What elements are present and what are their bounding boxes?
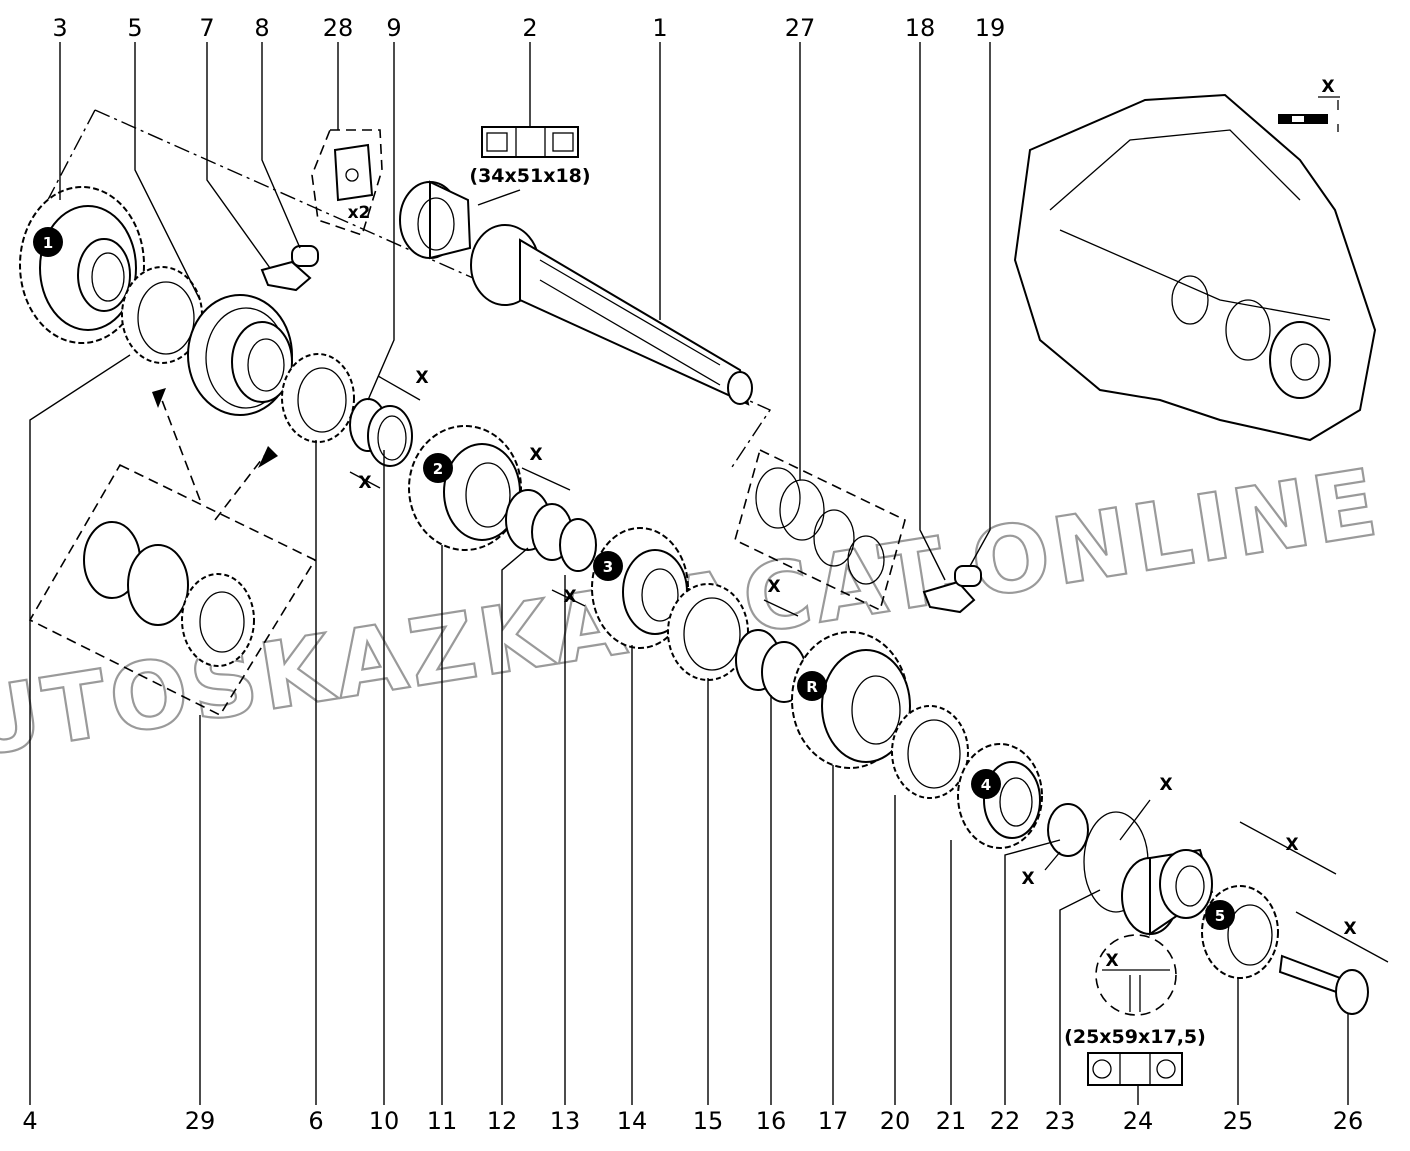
dim-x-4: X [563, 587, 576, 607]
washers-22-23 [1047, 803, 1149, 913]
gear-11 [408, 425, 522, 551]
gear-21 [957, 743, 1043, 849]
bearing-top-dims: (34x51x18) [469, 165, 590, 187]
dim-x-9: X [1343, 919, 1356, 939]
bearing-symbol-bottom: X (25x59x17,5) [1064, 934, 1206, 1086]
callout-29: 29 [185, 1107, 216, 1135]
callout-20: 20 [880, 1107, 911, 1135]
callout-22: 22 [990, 1107, 1021, 1135]
arrow-head-2 [258, 446, 278, 468]
bolt-26 [1278, 954, 1369, 1015]
keys-18-19 [922, 565, 982, 614]
assembly-line-upper [94, 109, 772, 471]
assembly-line-lower [39, 109, 96, 216]
svg-text:5: 5 [1215, 907, 1225, 925]
svg-text:3: 3 [603, 558, 613, 576]
dim-x-8: X [1285, 835, 1298, 855]
kit-box-28 [311, 129, 383, 237]
callouts-bottom: 4 29 6 10 11 12 13 14 15 16 17 20 21 22 … [22, 1107, 1363, 1135]
synchro-ring-6 [281, 353, 355, 443]
callout-18: 18 [905, 14, 936, 42]
callout-14: 14 [617, 1107, 648, 1135]
bearing-symbol-top: (34x51x18) [469, 126, 591, 206]
callout-13: 13 [550, 1107, 581, 1135]
kit-box-29 [28, 463, 317, 717]
kit-arrow-1 [159, 394, 201, 501]
quantity-28: x2 [348, 203, 371, 223]
callout-7: 7 [199, 14, 214, 42]
dim-x-7: X [1021, 869, 1034, 889]
dim-x-1: X [415, 368, 428, 388]
circlip-10 [349, 398, 413, 467]
callout-28: 28 [323, 14, 354, 42]
gear-25 [1201, 885, 1279, 979]
svg-text:4: 4 [981, 776, 991, 794]
badge-5th [1205, 900, 1235, 930]
callout-19: 19 [975, 14, 1006, 42]
tolerance-symbol: X [1278, 77, 1340, 132]
callout-6: 6 [308, 1107, 323, 1135]
dim-x-3: X [529, 445, 542, 465]
svg-text:2: 2 [433, 460, 443, 478]
badge-reverse [797, 671, 827, 701]
callout-23: 23 [1045, 1107, 1076, 1135]
keys-7-8 [260, 245, 319, 292]
callout-15: 15 [693, 1107, 724, 1135]
dim-markers: X X X X X X X X X [349, 368, 1389, 963]
callout-12: 12 [487, 1107, 518, 1135]
gear-3 [19, 186, 145, 344]
synchro-hub-1-2 [187, 294, 293, 416]
arrow-head-1 [152, 388, 166, 408]
dim-x-6: X [1159, 775, 1172, 795]
bearing-bottom-x: X [1105, 951, 1118, 971]
kit-arrow-2 [214, 454, 266, 521]
callout-27: 27 [785, 14, 816, 42]
callout-1: 1 [652, 14, 667, 42]
bearing-bottom-dims: (25x59x17,5) [1064, 1026, 1206, 1048]
callout-10: 10 [369, 1107, 400, 1135]
svg-text:R: R [806, 678, 818, 696]
callout-8: 8 [254, 14, 269, 42]
callout-25: 25 [1223, 1107, 1254, 1135]
callout-9: 9 [386, 14, 401, 42]
bearing-24 [1121, 848, 1214, 936]
leader-lines-top [59, 42, 991, 581]
circlips-27 [755, 467, 885, 585]
callout-16: 16 [756, 1107, 787, 1135]
bearing-2 [399, 180, 472, 260]
synchro-ring-20 [891, 705, 969, 799]
callout-17: 17 [818, 1107, 849, 1135]
gear-badges: 1 2 3 R 4 5 [33, 227, 1235, 930]
tolerance-x: X [1321, 77, 1334, 97]
badge-1st [33, 227, 63, 257]
badge-2nd [423, 453, 453, 483]
washers-12-13 [505, 489, 597, 572]
badge-3rd [593, 551, 623, 581]
svg-text:1: 1 [43, 234, 53, 252]
leader-lines-bottom [29, 354, 1349, 1105]
part-28 [333, 143, 374, 202]
callout-2: 2 [522, 14, 537, 42]
callout-26: 26 [1333, 1107, 1364, 1135]
dim-x-5: X [767, 577, 780, 597]
callout-4: 4 [22, 1107, 37, 1135]
input-shaft-1 [470, 224, 753, 406]
callouts-top: 3 5 7 8 28 9 2 1 27 18 19 [52, 14, 1005, 42]
callout-3: 3 [52, 14, 67, 42]
callout-5: 5 [127, 14, 142, 42]
gearbox-housing [1013, 93, 1377, 442]
callout-11: 11 [427, 1107, 458, 1135]
callout-24: 24 [1123, 1107, 1154, 1135]
kit-29-parts [83, 521, 255, 667]
hub-17 [791, 631, 911, 769]
callout-21: 21 [936, 1107, 967, 1135]
badge-4th [971, 769, 1001, 799]
